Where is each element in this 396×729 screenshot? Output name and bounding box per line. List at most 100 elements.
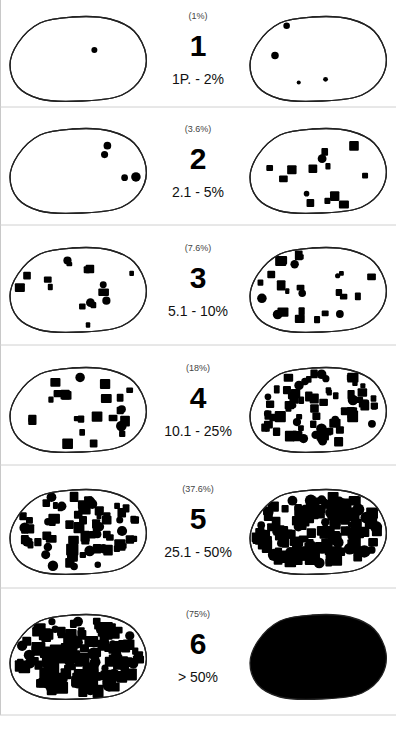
lesion-spot bbox=[98, 288, 109, 296]
tuber-outline bbox=[10, 368, 146, 453]
lesion-spot bbox=[56, 672, 68, 684]
class-number: 5 bbox=[190, 504, 207, 534]
lesion-spot bbox=[61, 644, 73, 656]
lesion-spot bbox=[349, 496, 360, 505]
tuber-outline bbox=[10, 615, 146, 700]
lesion-spot bbox=[285, 431, 295, 442]
lesion-spot bbox=[351, 522, 358, 529]
lesion-spot bbox=[368, 420, 376, 428]
lesion-spot bbox=[273, 528, 279, 536]
lesion-spot bbox=[54, 390, 63, 397]
tuber-outline bbox=[10, 17, 146, 102]
tuber-figure bbox=[10, 129, 146, 214]
class-number: 4 bbox=[190, 383, 207, 413]
tuber-figure bbox=[10, 615, 146, 700]
lesion-spot bbox=[28, 416, 35, 423]
row-divider bbox=[0, 345, 396, 346]
lesion-spot bbox=[104, 546, 112, 554]
lesion-spot bbox=[106, 534, 114, 541]
lesion-spot bbox=[63, 256, 71, 264]
tuber-figure bbox=[250, 368, 386, 453]
tuber-figure bbox=[10, 490, 146, 575]
lesion-spot bbox=[285, 288, 289, 294]
class-number: 1 bbox=[190, 31, 207, 61]
class-number: 2 bbox=[190, 144, 207, 174]
lesion-spot bbox=[84, 546, 95, 557]
lesion-spot bbox=[65, 558, 74, 568]
tuber-figure bbox=[10, 17, 146, 102]
lesion-spot bbox=[368, 538, 378, 546]
percent-note: (18%) bbox=[186, 364, 210, 373]
lesion-spot bbox=[58, 505, 63, 511]
lesion-spot bbox=[360, 546, 367, 553]
lesion-spot bbox=[40, 646, 54, 657]
lesion-spot bbox=[298, 290, 306, 298]
lesion-spot bbox=[25, 658, 36, 669]
lesion-spot bbox=[342, 499, 350, 506]
row-divider bbox=[0, 588, 396, 589]
row-divider bbox=[0, 107, 396, 108]
lesion-spot bbox=[113, 659, 124, 670]
lesion-spot bbox=[265, 393, 272, 400]
lesion-spot bbox=[284, 374, 293, 382]
lesion-spot bbox=[95, 562, 102, 569]
lesion-group bbox=[15, 617, 144, 698]
percent-note: (3.6%) bbox=[185, 125, 212, 134]
lesion-spot bbox=[117, 394, 124, 402]
lesion-spot bbox=[84, 266, 90, 273]
lesion-spot bbox=[277, 280, 286, 290]
lesion-spot bbox=[295, 251, 303, 261]
lesion-spot bbox=[95, 506, 104, 515]
lesion-spot bbox=[340, 294, 347, 300]
lesion-spot bbox=[277, 307, 288, 316]
lesion-spot bbox=[255, 538, 264, 544]
lesion-spot bbox=[290, 537, 301, 546]
lesion-spot bbox=[19, 522, 30, 533]
lesion-spot bbox=[332, 546, 339, 554]
lesion-spot bbox=[116, 516, 123, 523]
lesion-spot bbox=[279, 176, 288, 183]
lesion-spot bbox=[347, 407, 357, 418]
lesion-spot bbox=[126, 669, 137, 681]
lesion-spot bbox=[306, 376, 312, 383]
lesion-spot bbox=[69, 657, 76, 664]
lesion-spot bbox=[34, 538, 41, 546]
lesion-spot bbox=[275, 256, 286, 266]
tuber-figure bbox=[250, 615, 386, 700]
lesion-spot bbox=[34, 623, 46, 635]
lesion-spot bbox=[296, 414, 302, 420]
tuber-outline bbox=[10, 129, 146, 214]
lesion-spot bbox=[98, 641, 110, 651]
lesion-spot bbox=[354, 549, 360, 557]
lesion-spot bbox=[306, 507, 319, 519]
lesion-spot bbox=[101, 151, 108, 158]
lesion-spot bbox=[131, 516, 139, 524]
lesion-spot bbox=[105, 657, 113, 666]
lesion-spot bbox=[93, 685, 104, 698]
lesion-spot bbox=[326, 504, 334, 511]
lesion-spot bbox=[299, 434, 308, 443]
lesion-group bbox=[19, 492, 139, 571]
lesion-spot bbox=[102, 297, 110, 305]
lesion-spot bbox=[90, 439, 98, 447]
lesion-spot bbox=[45, 657, 56, 667]
lesion-spot bbox=[324, 198, 330, 204]
lesion-spot bbox=[266, 401, 274, 408]
lesion-spot bbox=[257, 293, 267, 303]
lesion-spot bbox=[319, 399, 328, 406]
range-label: 2.1 - 5% bbox=[172, 185, 224, 199]
lesion-spot bbox=[92, 412, 103, 422]
percent-note: (37.6%) bbox=[182, 485, 214, 494]
lesion-spot bbox=[362, 173, 368, 179]
lesion-spot bbox=[282, 505, 289, 513]
tuber-outline bbox=[10, 615, 146, 700]
lesion-group bbox=[271, 23, 328, 85]
lesion-spot bbox=[65, 520, 73, 529]
lesion-spot bbox=[93, 530, 101, 538]
lesion-spot bbox=[360, 383, 365, 388]
lesion-spot bbox=[91, 47, 97, 53]
lesion-spot bbox=[299, 307, 305, 315]
lesion-spot bbox=[48, 284, 53, 290]
lesion-spot bbox=[44, 276, 52, 282]
